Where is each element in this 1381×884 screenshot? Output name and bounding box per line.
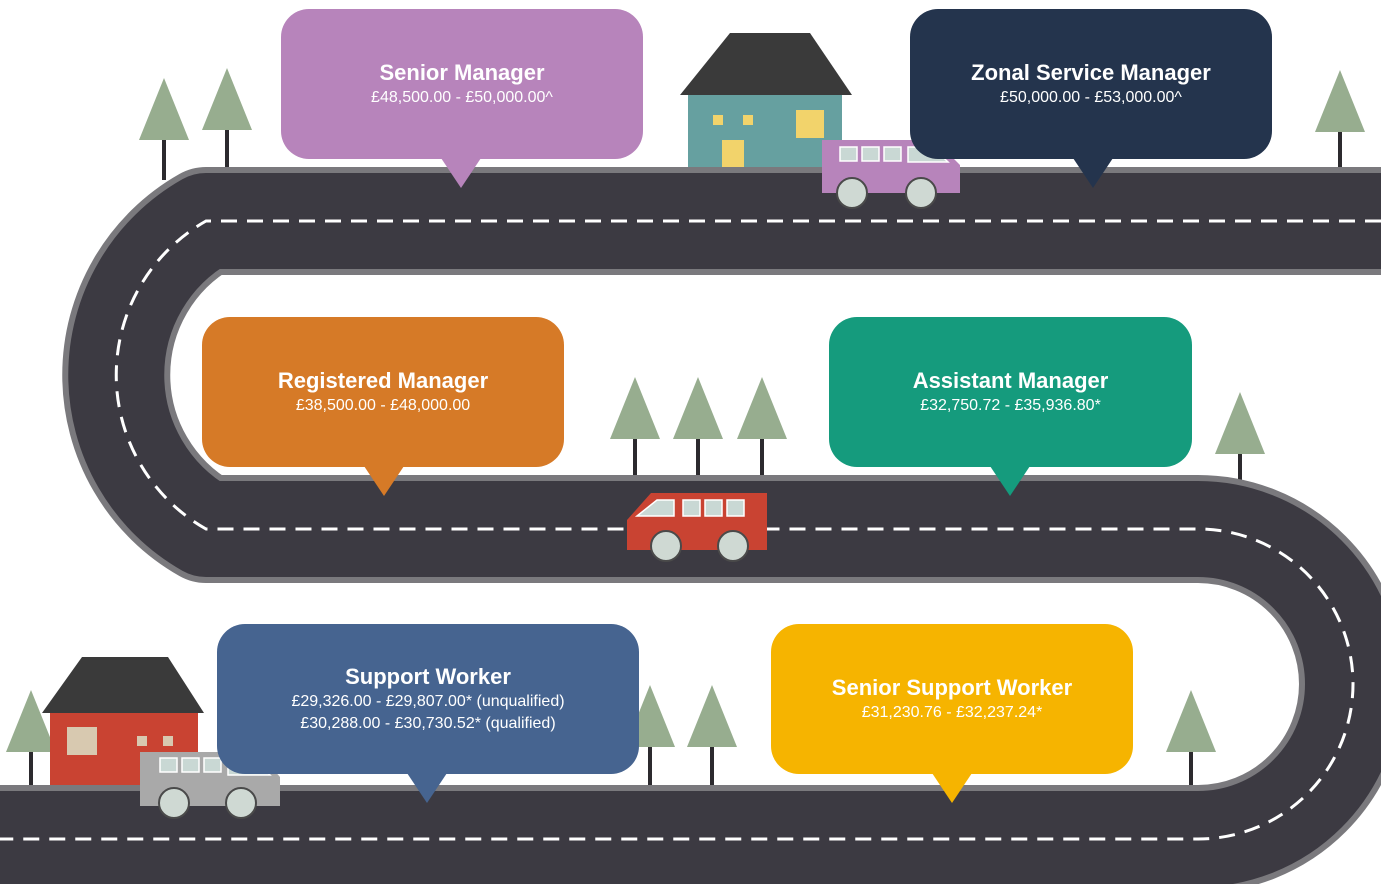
tree-leaves <box>6 690 56 752</box>
role-salary: £30,288.00 - £30,730.52* (qualified) <box>300 715 556 732</box>
tree-trunk <box>1338 110 1342 178</box>
role-title: Support Worker <box>345 664 511 689</box>
teal-house-window <box>713 115 723 125</box>
red-house-roof <box>42 657 204 713</box>
tree <box>202 68 252 173</box>
bus-wheel <box>650 530 682 562</box>
tree <box>1166 690 1216 790</box>
van-wheel <box>225 787 257 819</box>
red-bus <box>627 493 767 562</box>
role-bubble-senior-manager: Senior Manager £48,500.00 - £50,000.00^ <box>281 9 643 188</box>
role-title: Senior Support Worker <box>831 675 1073 700</box>
tree <box>610 377 660 485</box>
bubble-pointer <box>364 466 404 496</box>
tree-leaves <box>737 377 787 439</box>
bubble-pointer <box>407 773 447 803</box>
trees <box>6 68 1365 790</box>
red-house-window <box>137 736 147 746</box>
van-window <box>861 146 880 162</box>
teal-house-roof <box>680 33 852 95</box>
tree <box>673 377 723 485</box>
role-bubble-support-worker: Support Worker £29,326.00 - £29,807.00* (… <box>217 624 639 803</box>
tree-trunk <box>696 417 700 485</box>
tree-leaves <box>1315 70 1365 132</box>
bus-window <box>704 499 723 517</box>
van-window <box>883 146 902 162</box>
role-title: Assistant Manager <box>912 368 1109 393</box>
red-house-window <box>163 736 173 746</box>
tree <box>1215 392 1265 497</box>
role-bubble-zonal-service-manager: Zonal Service Manager £50,000.00 - £53,00… <box>910 9 1272 188</box>
tree-leaves <box>1166 690 1216 752</box>
tree <box>6 690 56 790</box>
role-bubble-senior-support-worker: Senior Support Worker £31,230.76 - £32,23… <box>771 624 1133 803</box>
role-title: Registered Manager <box>277 368 489 393</box>
role-bubble-assistant-manager: Assistant Manager £32,750.72 - £35,936.80… <box>829 317 1192 496</box>
tree-trunk <box>760 417 764 485</box>
bubble-pointer <box>441 158 481 188</box>
van-window <box>839 146 858 162</box>
red-house-window-large <box>67 727 97 755</box>
tree-trunk <box>162 118 166 180</box>
teal-house <box>680 33 852 178</box>
van-window <box>181 757 200 773</box>
bus-window <box>682 499 701 517</box>
role-title: Senior Manager <box>379 60 545 85</box>
role-salary: £31,230.76 - £32,237.24* <box>861 704 1043 721</box>
role-salary: £38,500.00 - £48,000.00 <box>295 397 471 414</box>
bubble-pointer <box>932 773 972 803</box>
tree-leaves <box>610 377 660 439</box>
tree-trunk <box>225 108 229 173</box>
role-salary: £32,750.72 - £35,936.80* <box>920 397 1101 414</box>
tree-trunk <box>1189 730 1193 790</box>
bus-windshield <box>634 499 675 517</box>
tree-leaves <box>139 78 189 140</box>
teal-house-window <box>743 115 753 125</box>
tree <box>737 377 787 485</box>
van-window <box>159 757 178 773</box>
role-salary: £50,000.00 - £53,000.00^ <box>1000 89 1182 106</box>
teal-house-window-large <box>796 110 824 138</box>
bubble-pointer <box>1073 158 1113 188</box>
tree-trunk <box>710 725 714 790</box>
tree-leaves <box>1215 392 1265 454</box>
role-salary: £48,500.00 - £50,000.00^ <box>371 89 553 106</box>
van-window <box>203 757 222 773</box>
role-salary: £29,326.00 - £29,807.00* (unqualified) <box>291 693 565 710</box>
tree-trunk <box>29 730 33 790</box>
role-title: Zonal Service Manager <box>971 60 1211 85</box>
tree <box>139 78 189 180</box>
tree-leaves <box>673 377 723 439</box>
van-wheel <box>836 177 868 209</box>
van-wheel <box>905 177 937 209</box>
tree <box>687 685 737 790</box>
road-center-line <box>0 219 1381 841</box>
bus-wheel <box>717 530 749 562</box>
role-bubble-registered-manager: Registered Manager £38,500.00 - £48,000.0… <box>202 317 564 496</box>
tree-leaves <box>687 685 737 747</box>
tree-trunk <box>1238 432 1242 497</box>
tree-trunk <box>633 417 637 485</box>
tree <box>1315 70 1365 178</box>
van-wheel <box>158 787 190 819</box>
tree-trunk <box>648 725 652 790</box>
winding-road <box>0 167 1381 884</box>
bus-window <box>726 499 745 517</box>
bubble-pointer <box>990 466 1030 496</box>
tree-leaves <box>202 68 252 130</box>
